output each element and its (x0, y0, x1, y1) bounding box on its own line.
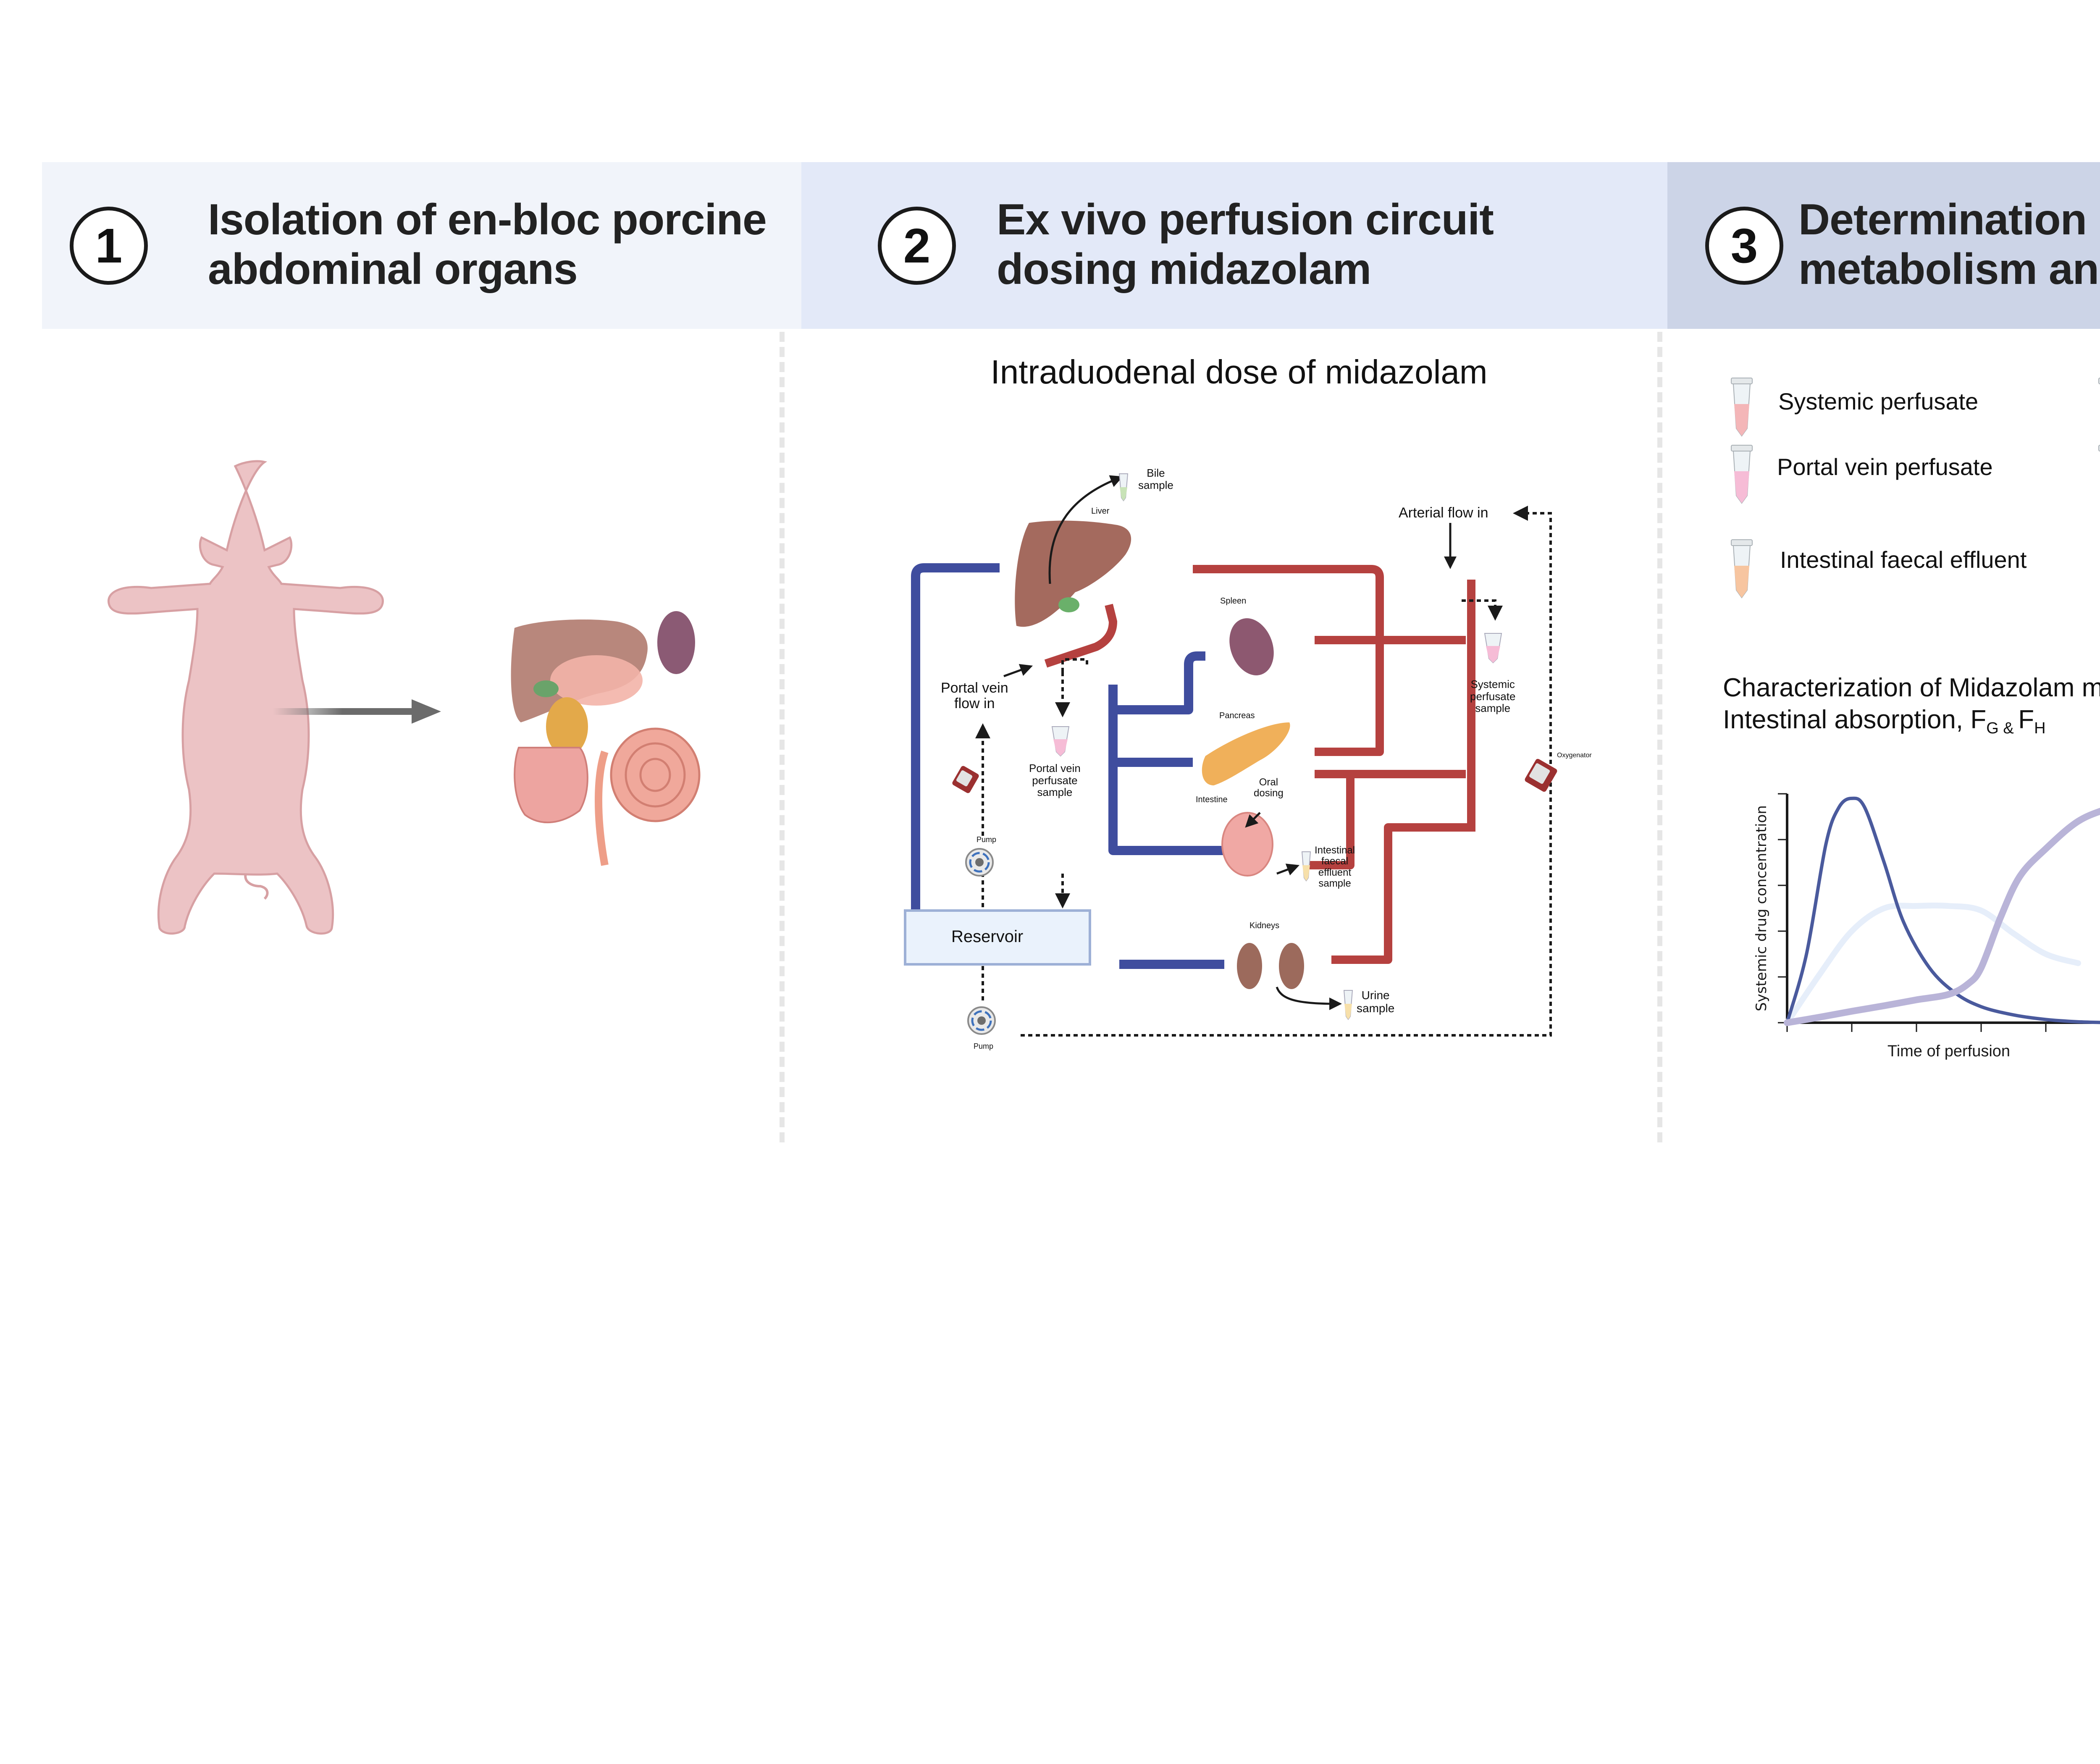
liver-icon (1015, 520, 1131, 627)
label-arterial-flow-in: Arterial flow in (1399, 505, 1488, 521)
step-2-title: Ex vivo perfusion circuit dosing midazol… (997, 195, 1494, 294)
step-1-number-badge: 1 (70, 207, 148, 285)
panel-separator-2 (1657, 332, 1662, 1142)
label-urine-sample: Urine sample (1357, 989, 1395, 1015)
label-spleen: Spleen (1220, 596, 1247, 606)
label-oral-dosing: Oral dosing (1254, 777, 1284, 799)
tube-bile-sample-icon (1118, 473, 1129, 501)
step-1-title: Isolation of en-bloc porcine abdominal o… (208, 195, 767, 294)
label-faecal-sample: Intestinal faecal effluent sample (1315, 845, 1355, 890)
panel-1-illustration (108, 460, 701, 935)
extraction-arrow-icon (273, 699, 441, 724)
legend-intestinal-faecal-effluent: Intestinal faecal effluent (1780, 546, 2027, 573)
oxygenator-arterial-icon (1525, 759, 1557, 792)
chart-x-axis-label: Time of perfusion (1887, 1042, 2010, 1060)
label-pancreas: Pancreas (1219, 711, 1255, 720)
chart-series-curve-light (1784, 903, 2081, 1026)
label-systemic-sample: Systemic perfusate sample (1470, 678, 1516, 715)
chart-series-curve-lavender (1784, 808, 2100, 1026)
flow-arrows (1003, 475, 1457, 1010)
oxygenator-portal-icon (952, 766, 979, 793)
step-2-header: 2 Ex vivo perfusion circuit dosing midaz… (801, 162, 1667, 329)
reservoir-box (904, 909, 1091, 966)
perfusion-circuit-diagram (904, 473, 1557, 1037)
intestine-icon (1221, 812, 1273, 877)
step-1-header: 1 Isolation of en-bloc porcine abdominal… (42, 162, 801, 329)
tube-faecal-icon (1731, 539, 1753, 598)
pump-top-icon (965, 848, 994, 877)
gallbladder-icon (1058, 597, 1079, 612)
step-3-header: 3 Determination of midazolam metabolism … (1667, 162, 2100, 329)
tube-systemic-sample-icon (1484, 633, 1502, 664)
chart-title: Characterization of Midazolam metabolism… (1723, 672, 2100, 744)
tube-systemic-icon (1731, 378, 1753, 437)
en-bloc-organs-icon (511, 611, 701, 866)
venous-tubing (911, 563, 1241, 969)
tube-portal-icon (1731, 445, 1753, 504)
step-3-number-badge: 3 (1705, 207, 1783, 285)
tube-urine-icon (2098, 445, 2100, 452)
label-pump-top: Pump (976, 835, 997, 844)
pump-bottom-icon (967, 1006, 996, 1035)
label-oxygenator: Oxygenator (1557, 752, 1592, 759)
pk-chart: Time of perfusion Systemic drug concentr… (1753, 793, 2100, 1060)
label-pump-bottom: Pump (974, 1042, 994, 1050)
chart-y-axis-label: Systemic drug concentration (1753, 805, 1770, 1011)
chart-title-line-2: Intestinal absorption, FG & FH (1723, 705, 2046, 737)
step-3-title: Determination of midazolam metabolism an… (1798, 195, 2100, 294)
label-portal-vein-sample: Portal vein perfusate sample (1029, 762, 1081, 799)
label-bile-sample: Bile sample (1138, 467, 1173, 491)
legend-systemic-perfusate: Systemic perfusate (1778, 388, 1979, 415)
panel-separator-1 (780, 332, 785, 1142)
label-reservoir: Reservoir (951, 927, 1024, 946)
tube-faecal-sample-icon (1301, 851, 1311, 882)
pancreas-icon (1202, 722, 1290, 785)
spleen-icon (1229, 618, 1274, 675)
label-portal-vein-flow-in: Portal vein flow in (941, 680, 1008, 712)
pig-body-icon (108, 460, 384, 935)
label-kidneys: Kidneys (1250, 921, 1280, 930)
chart-title-line-1: Characterization of Midazolam metabolism… (1723, 673, 2100, 702)
flow-dotted-lines (975, 506, 1552, 1037)
panel-2-title: Intraduodenal dose of midazolam (990, 353, 1488, 391)
chart-series-curve-dark (1785, 796, 2100, 1024)
kidney-right-icon (1279, 943, 1304, 989)
tube-portal-sample-icon (1051, 726, 1070, 757)
arterial-tubing (1044, 565, 1475, 964)
legend-portal-vein-perfusate: Portal vein perfusate (1777, 454, 1993, 480)
tube-bile-icon (2098, 378, 2100, 384)
label-intestine: Intestine (1196, 795, 1228, 804)
sample-legend-tubes (1731, 378, 2100, 598)
tube-urine-sample-icon (1343, 990, 1353, 1020)
kidney-left-icon (1237, 943, 1262, 989)
step-2-number-badge: 2 (878, 207, 956, 285)
label-liver: Liver (1091, 507, 1110, 516)
